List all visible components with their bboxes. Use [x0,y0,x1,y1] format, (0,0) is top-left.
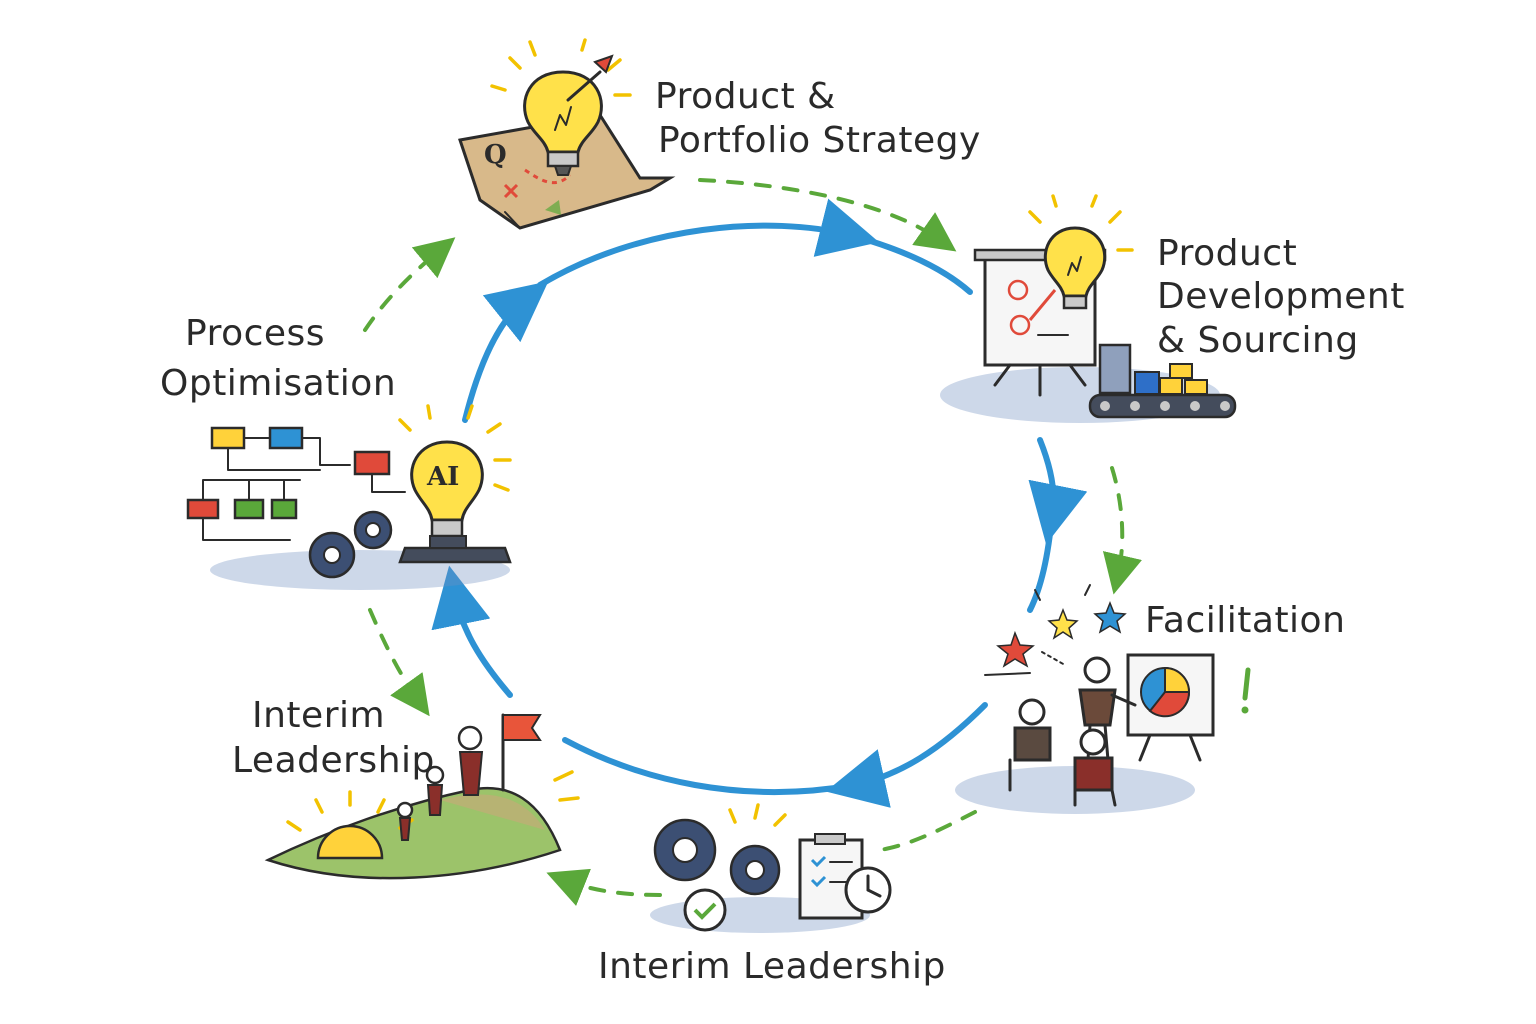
presentation-board-icon [1126,653,1215,762]
stage-product-portfolio-strategy: Q Product & Portfolio Strategy [458,38,981,230]
stage-label-optimisation-line2: Optimisation [160,363,396,404]
stage-label-interim-left-line2: Leadership [232,740,435,781]
stage-label-strategy-line2: Portfolio Strategy [658,120,981,161]
conveyor-belt-icon [1088,343,1237,419]
flowchart-icon [186,426,406,541]
primary-flow-loop [431,198,1088,808]
climbing-team-icon [396,713,542,841]
stage-label-development-line3: & Sourcing [1157,320,1359,361]
flow-arrow-facilitation-to-interim [825,702,988,808]
flow-arrow-interim-to-optimisation [431,565,513,698]
flow-arrow-development-to-facilitation [1028,437,1088,545]
stage-label-development-line1: Product [1157,233,1297,274]
target-arrow-icon [566,54,614,102]
stage-label-optimisation-line1: Process [185,313,325,354]
secondary-flow-loop [363,178,1142,906]
sketch-line [984,672,1031,676]
checkmark-icon [683,888,727,932]
stage-interim-leadership-left: Interim Leadership [232,695,580,880]
stage-label-interim-left-line1: Interim [252,695,385,736]
star-icons [996,584,1127,668]
stage-product-development-sourcing: Product Development & Sourcing [940,194,1405,423]
dashed-arrow-bottom-to-interim [546,868,662,906]
flipchart-easel-icon [973,248,1107,397]
dashed-arrow-strategy-to-development [698,178,957,252]
flow-arrow-optimisation-to-strategy [462,281,549,423]
lightbulb-icon [1028,194,1134,310]
gears-icon [308,510,393,579]
flow-arrow-interim-continue [562,737,858,795]
clock-icon [844,866,892,914]
stage-label-development-line2: Development [1157,276,1405,317]
checklist-icon [798,833,864,920]
dashed-arrow-facilitation-to-bottom [878,810,977,852]
stage-label-facilitation: Facilitation [1145,600,1345,641]
ai-bulb-text: AI [426,462,459,492]
stage-process-optimisation: AI Process Optimisation [160,313,512,590]
stage-facilitation: Facilitation [955,584,1345,814]
stage-interim-leadership-bottom: Interim Leadership [598,803,946,987]
dashed-arrow-optimisation-to-strategy [363,237,456,332]
flow-arrow-facilitation-continue [1027,512,1055,613]
gears-icon [653,818,781,896]
flow-arrow-development-continue [847,232,973,295]
machine-base-icon [398,535,512,564]
stage-label-interim-bottom: Interim Leadership [598,946,946,987]
lightbulb-icon [490,38,632,176]
flow-arrow-strategy-to-development [537,198,880,288]
dashed-arrow-interim-to-optimisation [368,608,430,717]
stage-label-strategy-line1: Product & [655,76,836,117]
map-marker-text: Q [484,140,507,170]
exclamation-icon [1241,667,1251,714]
audience-icon [1008,698,1117,807]
dashed-arrow-development-to-facilitation [1102,466,1142,595]
sparkle-rays [728,803,787,827]
hill-icon [264,786,562,880]
ai-lightbulb-icon: AI [398,404,512,538]
